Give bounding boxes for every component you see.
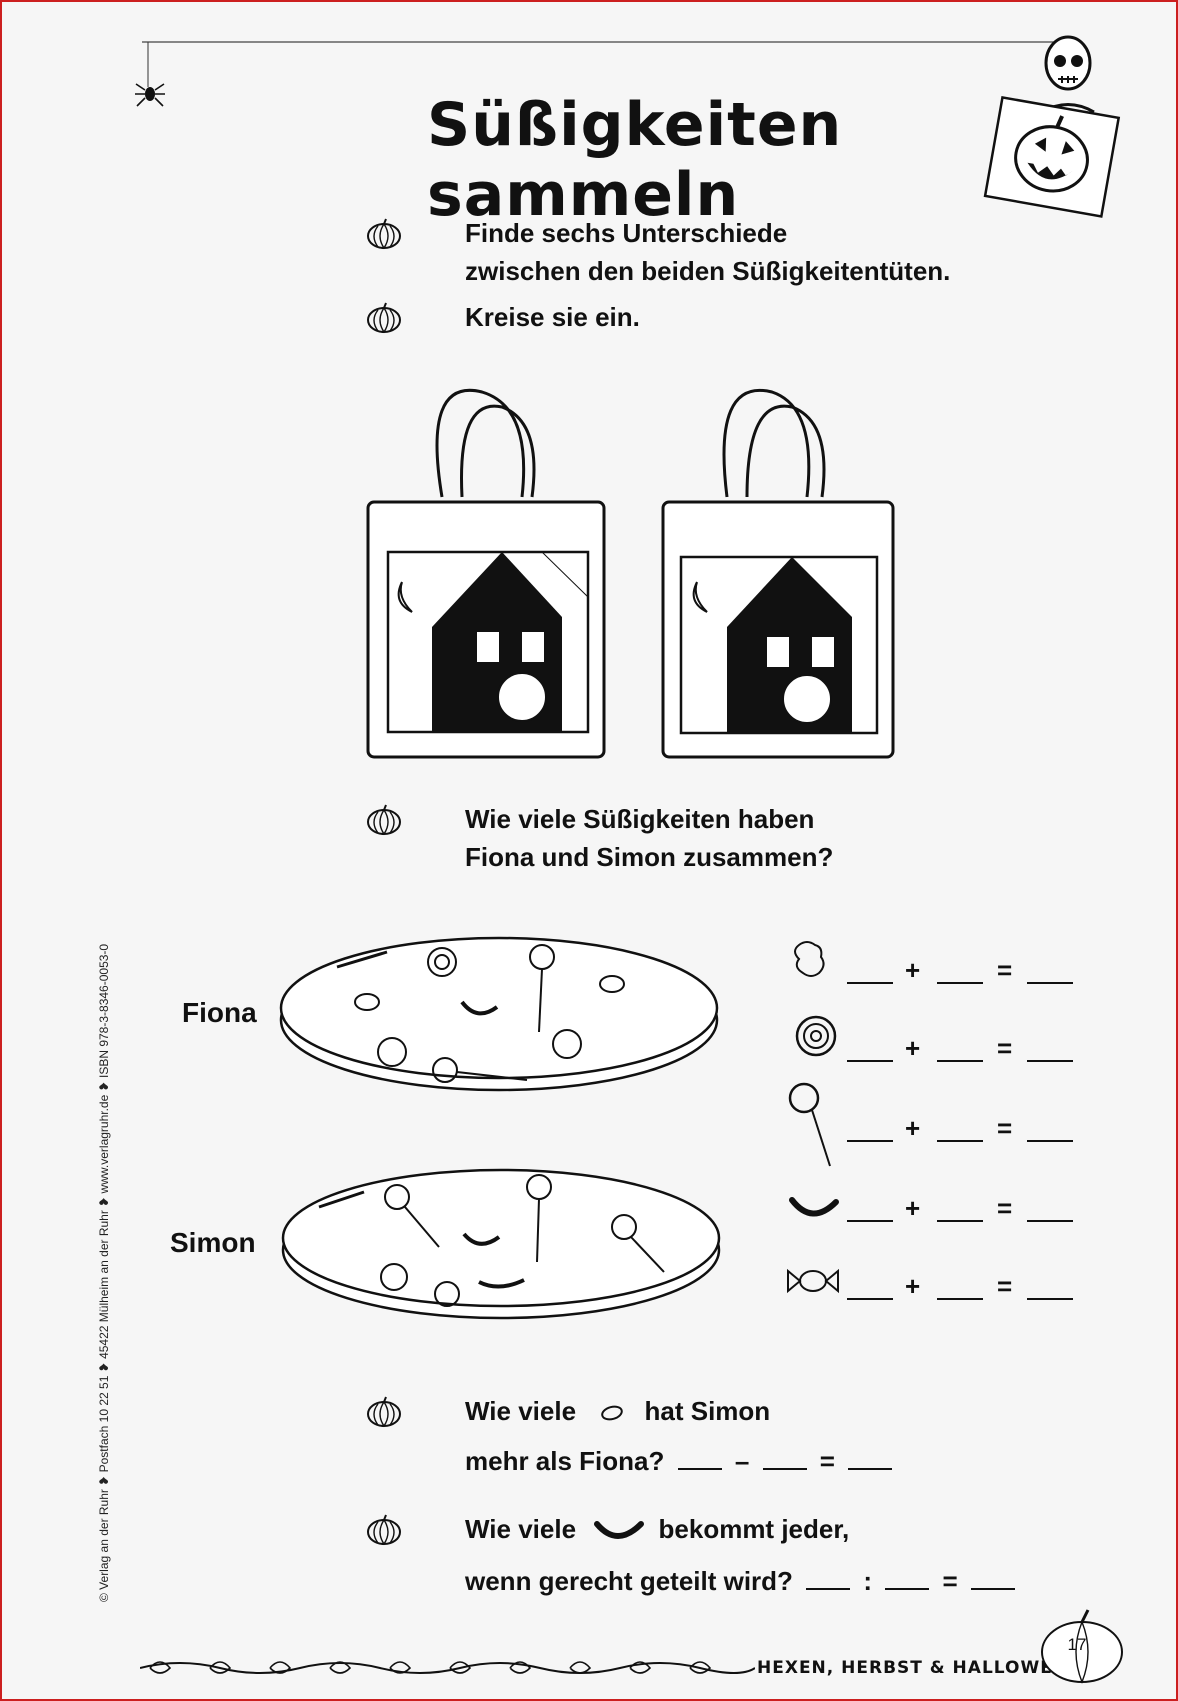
answer-blank[interactable]: [937, 1298, 983, 1300]
equation-row-gummy-bear: + =: [782, 942, 1176, 992]
page-title: Süßigkeiten sammeln: [427, 90, 843, 230]
spider-icon: [135, 83, 165, 107]
answer-blank[interactable]: [762, 1468, 807, 1470]
answer-blank[interactable]: [970, 1588, 1015, 1590]
task-2-text: Kreise sie ein.: [465, 302, 640, 332]
name-simon: Simon: [170, 1227, 256, 1258]
wrapped-candy-icon: [787, 1268, 839, 1294]
task-4-line-2: mehr als Fiona? – =: [465, 1442, 898, 1480]
answer-blank[interactable]: [847, 982, 893, 984]
candy-bag-right: [661, 388, 895, 759]
pumpkin-bullet-icon: [367, 302, 401, 334]
answer-blank[interactable]: [848, 1468, 893, 1470]
task-5-line-2: wenn gerecht geteilt wird? : =: [465, 1562, 1021, 1600]
answer-blank[interactable]: [885, 1588, 930, 1590]
pumpkin-page-number-icon: [1041, 1609, 1123, 1684]
answer-blank[interactable]: [847, 1140, 893, 1142]
task-4-question: mehr als Fiona?: [465, 1446, 665, 1476]
answer-blank[interactable]: [847, 1060, 893, 1062]
equation-row-lollipop: + =: [782, 1100, 1176, 1150]
equals-sign: =: [997, 1113, 1013, 1143]
simon-candy-plate: [281, 1168, 721, 1320]
equals-sign: =: [942, 1566, 958, 1596]
answer-blank[interactable]: [937, 1060, 983, 1062]
equals-sign: =: [997, 1193, 1013, 1223]
answer-blank[interactable]: [937, 1220, 983, 1222]
answer-blank[interactable]: [1027, 1220, 1073, 1222]
answer-blank[interactable]: [1027, 982, 1073, 984]
lollipop-icon: [788, 1082, 831, 1167]
gummy-worm-icon: [594, 1521, 645, 1540]
equation-row-spiral: + =: [782, 1020, 1176, 1070]
plus-sign: +: [905, 1033, 921, 1063]
equals-sign: =: [997, 1033, 1013, 1063]
task-5-line-1: Wie viele bekommt jeder,: [465, 1510, 849, 1548]
equals-sign: =: [997, 1271, 1013, 1301]
equals-sign: =: [819, 1446, 835, 1476]
series-title: HEXEN, HERBST & HALLOWEEN: [757, 1658, 1081, 1678]
task-5-part-2: bekommt jeder,: [658, 1514, 850, 1544]
answer-blank[interactable]: [1027, 1298, 1073, 1300]
answer-blank[interactable]: [937, 982, 983, 984]
page-number: 17: [1067, 1635, 1087, 1654]
answer-blank[interactable]: [1027, 1060, 1073, 1062]
spiral-candy-icon: [795, 1015, 837, 1057]
gummy-worm-icon: [789, 1197, 839, 1217]
answer-blank[interactable]: [847, 1220, 893, 1222]
equation-row-worm: + =: [782, 1180, 1176, 1230]
task-3-line-1: Wie viele Süßigkeiten haben: [465, 804, 815, 834]
task-1-line-2: zwischen den beiden Süßigkeitentüten.: [465, 256, 951, 286]
top-border-line: [142, 41, 1072, 87]
task-5-question: wenn gerecht geteilt wird?: [465, 1566, 793, 1596]
candy-bag-left: [366, 388, 606, 759]
publisher-sidebar-text: © Verlag an der Ruhr ❥ Postfach 10 22 51…: [97, 943, 111, 1602]
pumpkin-bullet-icon: [367, 1396, 401, 1428]
fiona-candy-plate: [279, 936, 719, 1092]
task-1-line-1: Finde sechs Unterschiede: [465, 218, 788, 248]
equals-sign: =: [997, 955, 1013, 985]
pumpkin-bullet-icon: [367, 1514, 401, 1546]
divide-sign: :: [863, 1566, 873, 1596]
plus-sign: +: [905, 1113, 921, 1143]
plus-sign: +: [905, 1193, 921, 1223]
task-3-line-2: Fiona und Simon zusammen?: [465, 842, 834, 872]
skeleton-sign-illustration: [983, 35, 1121, 218]
name-fiona: Fiona: [182, 997, 257, 1028]
plus-sign: +: [905, 1271, 921, 1301]
answer-blank[interactable]: [806, 1588, 851, 1590]
equation-row-wrapped-candy: + =: [782, 1258, 1176, 1308]
answer-blank[interactable]: [847, 1298, 893, 1300]
small-oval-candy-icon: [601, 1405, 624, 1421]
answer-blank[interactable]: [677, 1468, 722, 1470]
pumpkin-bullet-icon: [367, 804, 401, 836]
task-5-part-1: Wie viele: [465, 1514, 577, 1544]
answer-blank[interactable]: [937, 1140, 983, 1142]
minus-sign: –: [734, 1446, 750, 1476]
answer-blank[interactable]: [1027, 1140, 1073, 1142]
task-4-part-1: Wie viele: [465, 1396, 577, 1426]
pumpkin-bullet-icon: [367, 218, 401, 250]
leaf-border-decoration: [140, 1661, 755, 1674]
plus-sign: +: [905, 955, 921, 985]
task-4-part-2: hat Simon: [644, 1396, 771, 1426]
task-4-line-1: Wie viele hat Simon: [465, 1392, 770, 1430]
gummy-bear-icon: [794, 941, 825, 977]
